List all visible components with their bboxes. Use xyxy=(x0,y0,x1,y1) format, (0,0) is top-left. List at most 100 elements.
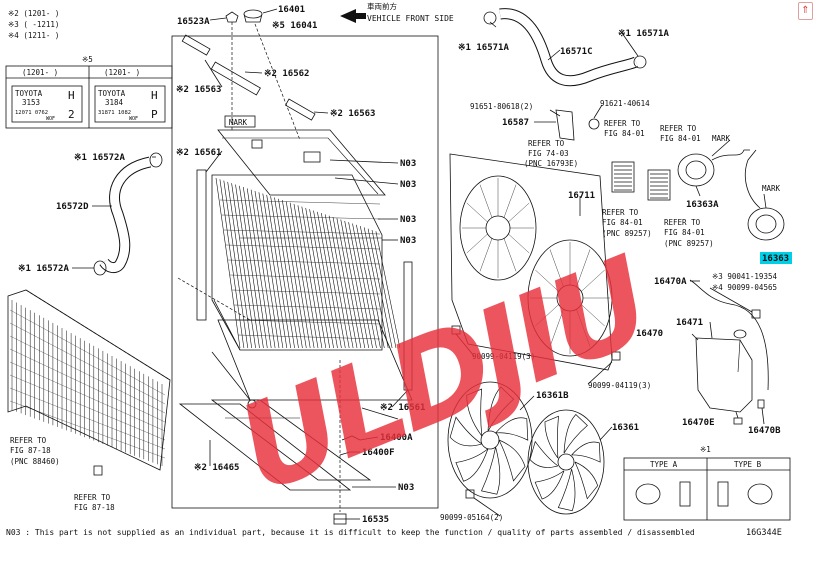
part-label-16470B: 16470B xyxy=(748,426,781,436)
part-label-16401: 16401 xyxy=(278,5,305,15)
part-label-16562: ※2 16562 xyxy=(264,69,309,79)
part-label-16470A: 16470A xyxy=(654,277,687,287)
refer-84a-line2[interactable]: FIG 84-01 xyxy=(604,129,645,138)
part-label-16471: 16471 xyxy=(676,318,703,328)
refer-84d-line2[interactable]: FIG 84-01 xyxy=(664,228,705,237)
part-label-16361B: 16361B xyxy=(536,391,569,401)
label-code-2: 3184 xyxy=(105,98,124,107)
refer-84b-line1[interactable]: REFER TO xyxy=(660,124,697,133)
part-label-16571A-right: ※1 16571A xyxy=(618,29,669,39)
refer-84d-line1[interactable]: REFER TO xyxy=(664,218,701,227)
type-a-label: TYPE A xyxy=(650,460,678,469)
refer-84-01-d[interactable]: REFER TO FIG 84-01 (PNC 89257) xyxy=(664,218,714,248)
part-label-16400F: 16400F xyxy=(362,448,395,458)
lower-tank xyxy=(217,319,413,401)
part-label-16563-right: ※2 16563 xyxy=(330,109,375,119)
part-label-16571A-left: ※1 16571A xyxy=(458,43,509,53)
refer-84a-line1[interactable]: REFER TO xyxy=(604,119,641,128)
type-b-label: TYPE B xyxy=(734,460,762,469)
type-box-note: ※1 xyxy=(700,445,711,454)
drain-plug-16535 xyxy=(333,513,347,525)
label-box: ※5 (1201- ) (1201- ) TOYOTA 3153 H 2 120… xyxy=(5,55,173,129)
part-label-16363A: 16363A xyxy=(686,200,719,210)
label-box-range-2: (1201- ) xyxy=(104,68,140,77)
fan-relay-89257-a xyxy=(611,161,635,193)
refer-74-line3[interactable]: (PNC 16793E) xyxy=(524,159,578,168)
scroll-top-icon[interactable]: ⇑ xyxy=(798,2,813,20)
n03-label-5: N03 xyxy=(398,483,414,493)
legend-note-1: ※2 (1201- ) xyxy=(8,9,59,18)
refer-84-01-a[interactable]: REFER TO FIG 84-01 xyxy=(604,119,645,138)
part-label-90099-right: 90099-04119(3) xyxy=(588,381,651,390)
label-code-1: 3153 xyxy=(22,98,40,107)
fan-motor-16363 xyxy=(744,149,785,241)
leader-lines xyxy=(72,8,767,520)
refer-84d-line3[interactable]: (PNC 89257) xyxy=(664,239,714,248)
upper-hose-16571C xyxy=(499,8,639,87)
mark-label-motor-a: MARK xyxy=(712,134,731,143)
refer-87b-line1[interactable]: REFER TO xyxy=(74,493,111,502)
fan-16361B xyxy=(447,381,533,499)
part-label-91621: 91621-40614 xyxy=(600,99,650,108)
label-brand-1: TOYOTA xyxy=(15,89,43,98)
label-letter-2a: H xyxy=(151,89,158,102)
lower-seal-16465 xyxy=(178,399,372,491)
condenser xyxy=(7,289,171,471)
refer-84c-line2[interactable]: FIG 84-01 xyxy=(602,218,643,227)
label-small-2b: WOF xyxy=(129,116,138,122)
fan-16361 xyxy=(527,409,605,515)
part-label-90099-left: 90099-04119(3) xyxy=(472,352,535,361)
refer-87a-line3[interactable]: (PNC 88460) xyxy=(10,457,60,466)
part-label-16587: 16587 xyxy=(502,118,529,128)
mark-label-motor-b: MARK xyxy=(762,184,781,193)
part-label-16470: 16470 xyxy=(636,329,663,339)
part-label-16572A-bottom: ※1 16572A xyxy=(18,264,69,274)
refer-87a-line2[interactable]: FIG 87-18 xyxy=(10,446,51,455)
reservoir-bolt-16470E xyxy=(733,417,743,425)
refer-87a-line1[interactable]: REFER TO xyxy=(10,436,47,445)
legend-note-3: ※4 (1211- ) xyxy=(8,31,59,40)
refer-87-18-b[interactable]: REFER TO FIG 87-18 xyxy=(74,493,115,512)
label-box-title: ※5 xyxy=(82,55,93,64)
part-label-91651: 91651-80618(2) xyxy=(470,102,533,111)
label-brand-2: TOYOTA xyxy=(98,89,126,98)
n03-label-2: N03 xyxy=(400,180,416,190)
bracket-16587 xyxy=(555,109,600,141)
bolt-90099-bottom xyxy=(465,489,475,499)
top-bar-16563-right xyxy=(284,98,316,121)
refer-84b-line2[interactable]: FIG 84-01 xyxy=(660,134,701,143)
part-16363-highlight[interactable]: 16363 xyxy=(760,252,792,264)
refer-74-03[interactable]: REFER TO FIG 74-03 (PNC 16793E) xyxy=(524,139,578,168)
part-label-16572D: 16572D xyxy=(56,202,89,212)
radiator-core xyxy=(211,174,401,351)
radiator-assembly-frame xyxy=(171,35,439,509)
diagram-id: 16G344E xyxy=(746,528,782,538)
label-letter-2b: P xyxy=(151,108,158,121)
label-small-2: 31871 1082 xyxy=(98,110,131,116)
mark-label-tank: MARK xyxy=(229,118,248,127)
refer-84-01-c[interactable]: REFER TO FIG 84-01 (PNC 89257) xyxy=(602,208,652,238)
label-letter-1b: 2 xyxy=(68,108,75,121)
part-label-16711: 16711 xyxy=(568,191,595,201)
refer-84c-line1[interactable]: REFER TO xyxy=(602,208,639,217)
part-label-16572A-top: ※1 16572A xyxy=(74,153,125,163)
refer-87-18-a[interactable]: REFER TO FIG 87-18 (PNC 88460) xyxy=(10,436,60,466)
refer-84c-line3[interactable]: (PNC 89257) xyxy=(602,229,652,238)
fan-shroud-16711 xyxy=(449,153,613,371)
part-label-16361: 16361 xyxy=(612,423,639,433)
refer-87b-line2[interactable]: FIG 87-18 xyxy=(74,503,115,512)
refer-84-01-b[interactable]: REFER TO FIG 84-01 xyxy=(660,124,701,143)
fan-relay-89257-b xyxy=(647,169,671,201)
refer-74-line2[interactable]: FIG 74-03 xyxy=(528,149,569,158)
part-label-16363[interactable]: 16363 xyxy=(762,254,789,264)
vehicle-front-en: VEHICLE FRONT SIDE xyxy=(367,14,454,23)
upper-tank xyxy=(217,129,386,196)
part-label-90099-res: ※4 90099-04565 xyxy=(712,283,777,292)
part-label-16561-left: ※2 16561 xyxy=(176,148,221,158)
part-label-16523A: 16523A xyxy=(177,17,210,27)
bolt-condenser xyxy=(93,465,103,476)
part-label-16465: ※2 16465 xyxy=(194,463,239,473)
refer-74-line1[interactable]: REFER TO xyxy=(528,139,565,148)
hose-clamp-16571A-right xyxy=(633,55,647,69)
